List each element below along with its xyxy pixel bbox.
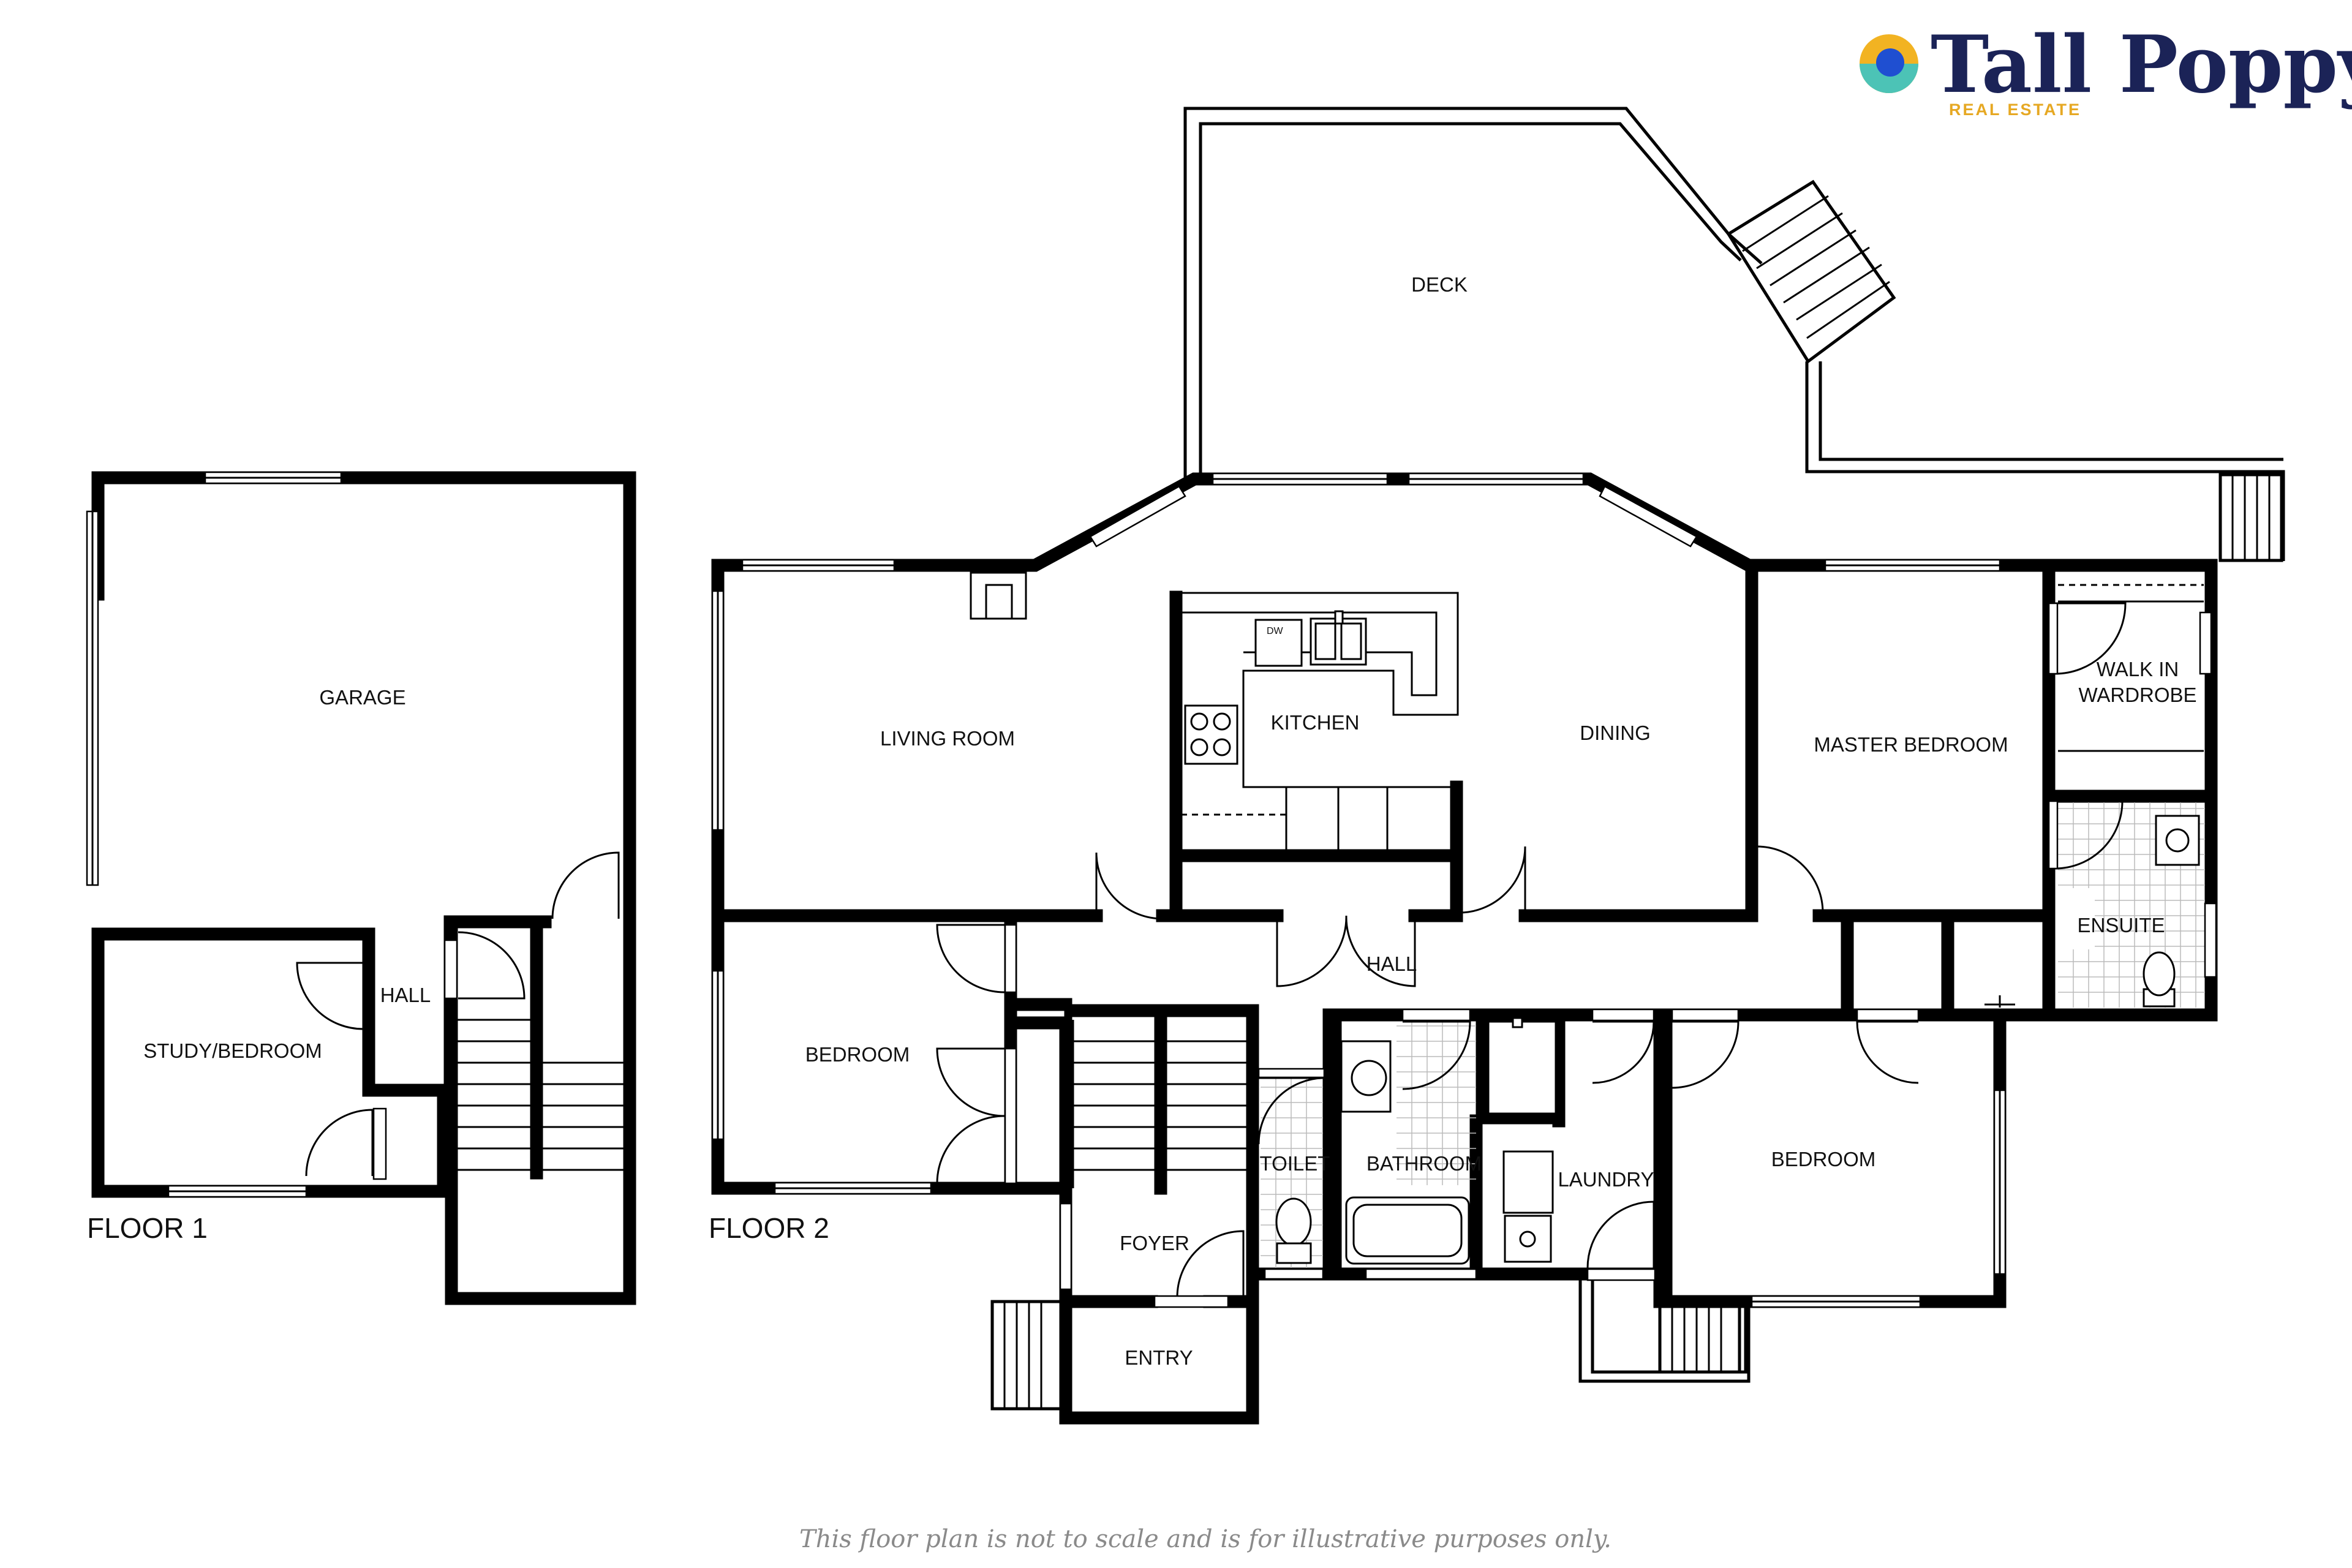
room-label-entry: ENTRY (1125, 1346, 1193, 1369)
stair-door-swing (458, 931, 526, 1000)
poppy-logo-icon (1860, 34, 1918, 93)
floor-1-staircase (457, 1019, 624, 1171)
dishwasher-label: DW (1267, 626, 1284, 636)
fireplace-icon (970, 571, 1027, 620)
floor-1-label: FLOOR 1 (87, 1212, 208, 1244)
bathtub-icon (1345, 1196, 1470, 1265)
ensuite-tiles (2058, 802, 2205, 1008)
floor-2-plan: DECK (709, 107, 2285, 1425)
living-door-swing (1095, 852, 1163, 920)
laundry-tub-icon (1504, 1215, 1552, 1263)
dishwasher-icon (1254, 619, 1303, 667)
bedroom-west-door-swing (936, 924, 1005, 993)
room-label-walk-in-wardrobe-line2: WARDROBE (2078, 684, 2196, 706)
room-label-laundry: LAUNDRY (1558, 1168, 1654, 1191)
kitchen-sink-icon (1310, 610, 1367, 666)
brand-logo: Tall Poppy REAL ESTATE (1860, 19, 2352, 119)
wardrobe-door-swing (2054, 602, 2127, 675)
garage-door-swing (551, 851, 620, 919)
room-label-kitchen: KITCHEN (1271, 711, 1360, 734)
bedroom-west-closet-doors (936, 1047, 1005, 1185)
ensuite-toilet-icon (2143, 951, 2176, 1008)
study-closet-door-swing (305, 1109, 374, 1177)
bedroom-east-door-swing-2 (1856, 1020, 1919, 1084)
study-door-swing (296, 962, 364, 1030)
laundry-door-swing (1592, 1020, 1655, 1084)
hall-double-door-left (1276, 915, 1348, 987)
room-label-foyer: FOYER (1120, 1232, 1189, 1254)
room-label-garage: GARAGE (319, 686, 405, 709)
ensuite-door-swing (2054, 800, 2124, 870)
room-label-hall-floor-1: HALL (380, 984, 431, 1006)
floor-1-plan: GARAGE STUDY/BEDROOM HALL FLOOR 1 (86, 471, 636, 1305)
bedroom-east-door-swing-1 (1672, 1020, 1740, 1089)
room-label-master-bedroom: MASTER BEDROOM (1814, 733, 2008, 756)
kitchen-counter: DW (1181, 592, 1459, 851)
deck-outline (1183, 107, 2285, 562)
room-label-ensuite: ENSUITE (2077, 914, 2165, 937)
foyer-door-swing (1176, 1230, 1245, 1298)
brand-name: Tall Poppy (1931, 19, 2352, 111)
toilet-icon (1275, 1197, 1312, 1264)
entry-steps (990, 1300, 1063, 1411)
floor-2-label: FLOOR 2 (709, 1212, 829, 1244)
toilet-door-swing (1257, 1077, 1325, 1145)
room-label-dining: DINING (1580, 722, 1651, 744)
brand-subtitle: REAL ESTATE (1949, 100, 2081, 119)
room-label-deck: DECK (1411, 273, 1468, 296)
room-label-bedroom-east: BEDROOM (1771, 1148, 1876, 1170)
room-label-hall-floor-2: HALL (1366, 952, 1417, 975)
bathroom-tiles (1396, 1020, 1476, 1185)
disclaimer-text: This floor plan is not to scale and is f… (799, 1525, 1611, 1553)
room-label-study-bedroom: STUDY/BEDROOM (143, 1039, 322, 1062)
bathroom-door-swing (1402, 1020, 1471, 1090)
laundry-cabinet-icon (1487, 1017, 1557, 1115)
room-label-bathroom: BATHROOM (1366, 1152, 1482, 1175)
room-label-walk-in-wardrobe-line1: WALK IN (2097, 658, 2179, 680)
ensuite-basin-icon (2155, 815, 2200, 866)
master-door-swing (1755, 845, 1824, 913)
room-label-toilet: TOILET (1260, 1152, 1330, 1175)
room-label-living-room: LIVING ROOM (880, 727, 1015, 750)
cooktop-icon (1184, 704, 1238, 765)
hall-double-door-right (1345, 915, 1416, 987)
bathroom-basin-icon (1340, 1040, 1392, 1113)
dining-door-swing (1458, 846, 1526, 914)
room-label-bedroom-west: BEDROOM (805, 1043, 910, 1066)
laundry-exterior-door-swing (1586, 1200, 1655, 1268)
laundry-tap-icon (1985, 995, 2015, 1008)
